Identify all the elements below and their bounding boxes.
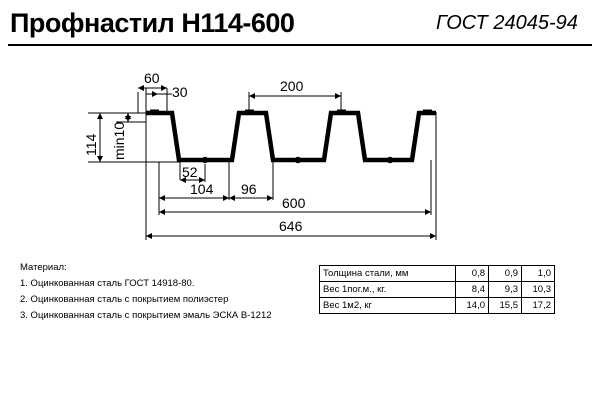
steel-specs-table: Толщина стали, мм 0,8 0,9 1,0 Вес 1пог.м… [319,265,555,314]
dim-30: 30 [172,84,188,100]
dim-60: 60 [144,70,160,86]
table-cell: 10,3 [521,281,555,298]
table-row-label: Вес 1м2, кг [319,297,456,314]
materials-item: 2. Оцинкованная сталь с покрытием полиэс… [20,294,229,305]
profile-ribs [150,109,432,164]
materials-item: 1. Оцинкованная сталь ГОСТ 14918-80. [20,278,195,289]
dim-114: 114 [83,133,99,156]
header-divider [8,44,592,46]
dim-600: 600 [282,195,306,211]
dim-646: 646 [279,218,303,234]
page-title: Профнастил Н114-600 [10,8,295,38]
table-row: Вес 1м2, кг 14,0 15,5 17,2 [319,297,555,314]
dim-min10: min10 [111,122,127,160]
table-row-label: Толщина стали, мм [319,265,456,282]
table-row: Вес 1пог.м., кг. 8,4 9,3 10,3 [319,281,555,298]
dim-96: 96 [241,181,257,197]
dim-200: 200 [280,78,304,94]
dim-52: 52 [182,164,198,180]
dim-104: 104 [190,181,214,197]
materials-heading: Материал: [20,262,67,273]
table-cell: 8,4 [455,281,489,298]
profile-outline [146,110,436,163]
table-row-label: Вес 1пог.м., кг. [319,281,456,298]
materials-list: Материал: 1. Оцинкованная сталь ГОСТ 149… [20,260,272,324]
table-cell: 1,0 [521,265,555,282]
table-cell: 0,9 [488,265,522,282]
table-cell: 14,0 [455,297,489,314]
table-cell: 17,2 [521,297,555,314]
materials-item: 3. Оцинкованная сталь с покрытием эмаль … [20,310,272,321]
standard-label: ГОСТ 24045-94 [436,12,578,34]
table-row: Толщина стали, мм 0,8 0,9 1,0 [319,265,555,282]
table-cell: 9,3 [488,281,522,298]
table-cell: 0,8 [455,265,489,282]
table-cell: 15,5 [488,297,522,314]
